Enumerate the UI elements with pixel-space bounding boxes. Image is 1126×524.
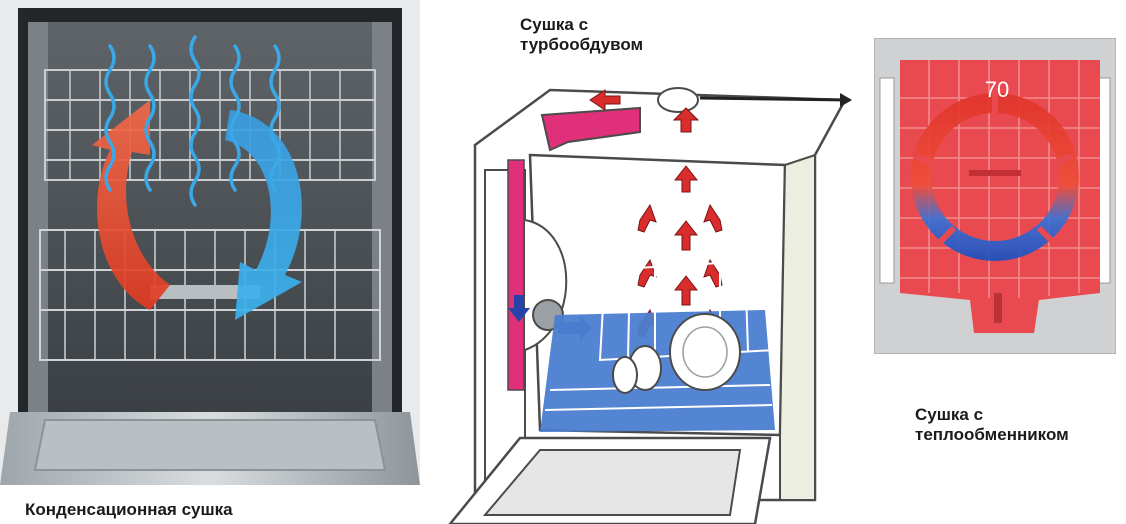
heat-exchanger-illustration: 70 xyxy=(874,38,1116,354)
condensation-dishwasher-illustration xyxy=(0,0,420,485)
lower-basket xyxy=(39,229,381,361)
caption-heat-exchanger-drying: Сушка с теплообменником xyxy=(915,405,1069,444)
plate-large xyxy=(669,313,741,391)
caption-condensation-drying: Конденсационная сушка xyxy=(25,500,233,519)
heat-exchanger-panel: 70 xyxy=(874,38,1116,354)
condensation-drying-panel xyxy=(0,0,420,485)
top-air-duct xyxy=(540,106,641,152)
cold-air-arrow xyxy=(225,110,302,320)
turbo-drying-panel xyxy=(430,60,860,524)
caption-turbo-drying: Сушка с турбообдувом xyxy=(520,15,644,54)
dishwasher-tub xyxy=(28,22,392,412)
spray-arm xyxy=(150,285,260,299)
hot-air-arrow xyxy=(92,100,170,310)
side-air-duct xyxy=(507,159,525,391)
temperature-readout: 70 xyxy=(985,77,1009,102)
turbo-dishwasher-illustration xyxy=(448,87,852,524)
steam-waves xyxy=(104,35,281,207)
turbo-fan-icon xyxy=(657,87,699,113)
